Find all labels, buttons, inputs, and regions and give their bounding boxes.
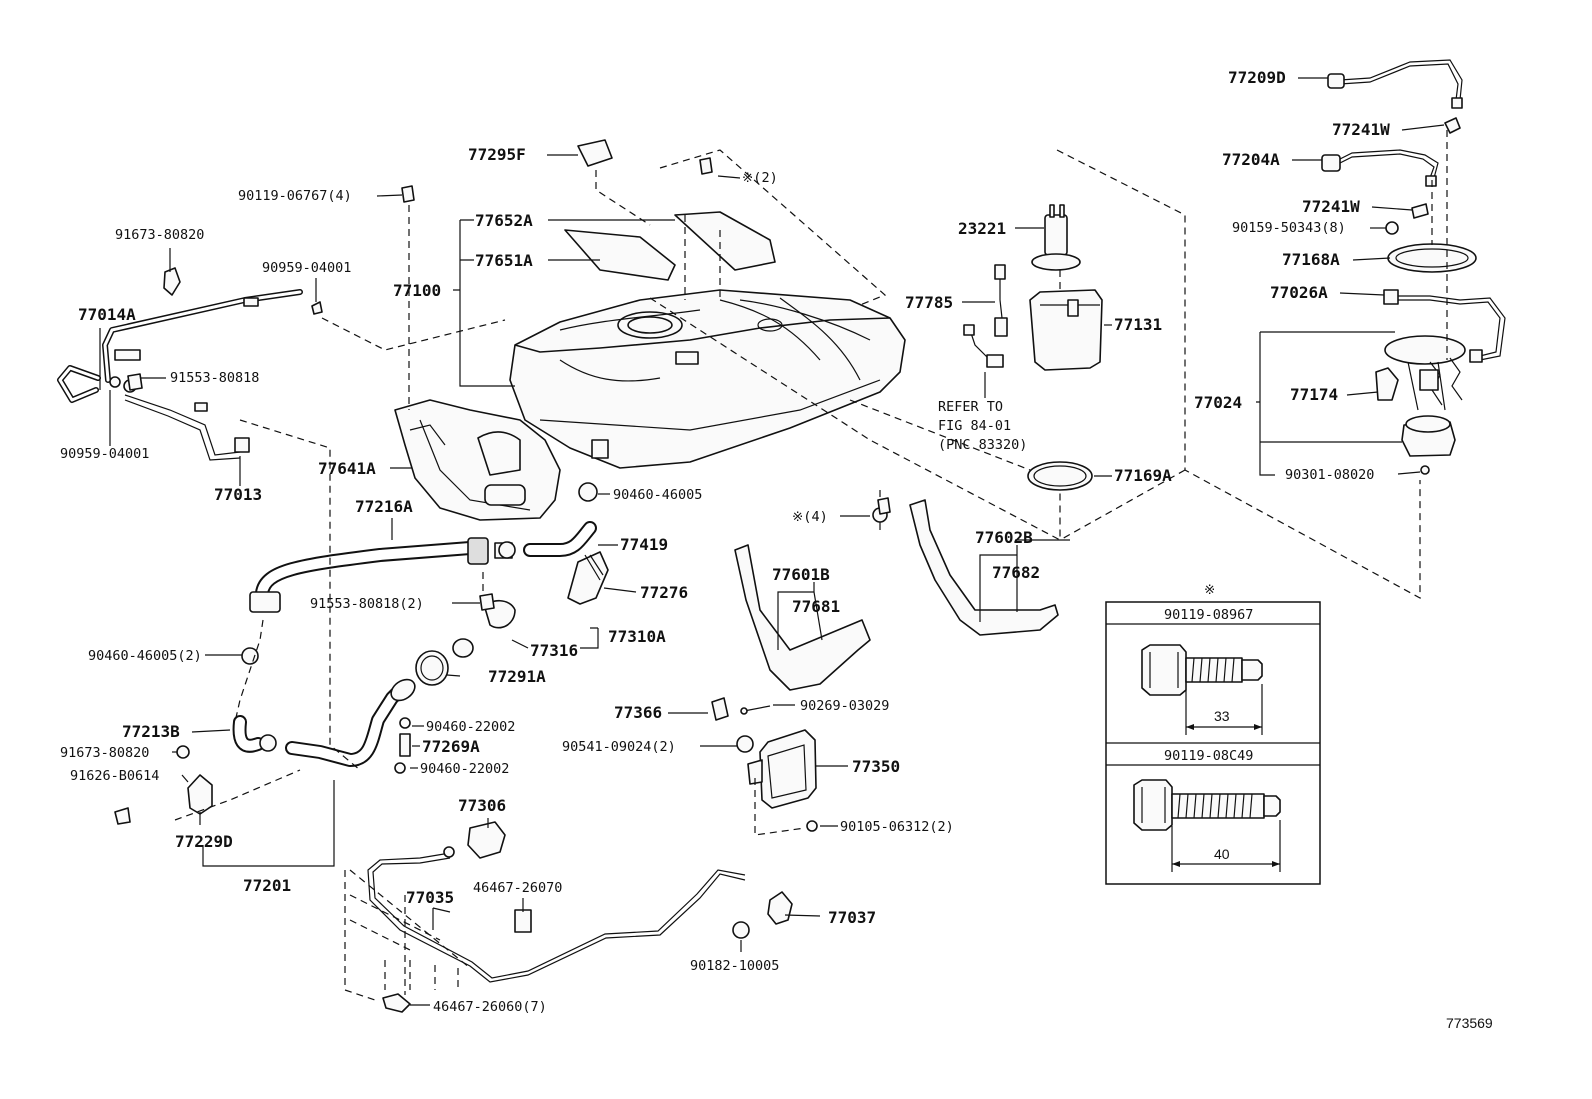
label-77024: 77024 [1194, 393, 1242, 412]
label-77641A: 77641A [318, 459, 376, 478]
label-77366: 77366 [614, 703, 662, 722]
label-90182-10005: 90182-10005 [690, 958, 779, 974]
label-77168A: 77168A [1282, 250, 1340, 269]
diagram-id: 773569 [1446, 1015, 1493, 1031]
fuel-sender-group [1321, 59, 1506, 475]
fuel-tank-assembly [394, 211, 906, 521]
part-labels: 77209D 77241W 77204A 77241W 90159-50343(… [60, 68, 1390, 1015]
label-77601B: 77601B [772, 565, 830, 584]
fuel-lid-group [711, 697, 818, 832]
label-77681: 77681 [792, 597, 840, 616]
label-77216A: 77216A [355, 497, 413, 516]
label-77013: 77013 [214, 485, 262, 504]
bolt-fasteners [127, 139, 891, 611]
label-91673-80820-upper: 91673-80820 [115, 227, 204, 243]
evap-lines-group [57, 267, 323, 461]
label-77213B: 77213B [122, 722, 180, 741]
label-90959-04001-lower: 90959-04001 [60, 446, 149, 462]
label-77785: 77785 [905, 293, 953, 312]
label-77276: 77276 [640, 583, 688, 602]
inset-bolt2-length: 40 [1214, 846, 1230, 862]
label-90460-22002-lower: 90460-22002 [420, 761, 509, 777]
label-91673-80820-lower: 91673-80820 [60, 745, 149, 761]
label-23221: 23221 [958, 219, 1006, 238]
label-90269-03029: 90269-03029 [800, 698, 889, 714]
label-77419: 77419 [620, 535, 668, 554]
label-77682: 77682 [992, 563, 1040, 582]
label-77201: 77201 [243, 876, 291, 895]
label-77291A: 77291A [488, 667, 546, 686]
label-91553-80818: 91553-80818 [170, 370, 259, 386]
refer-to-line3: (PNC 83320) [938, 437, 1027, 453]
filler-hoses-group [114, 482, 609, 825]
refer-to-line1: REFER TO [938, 399, 1003, 415]
label-77204A: 77204A [1222, 150, 1280, 169]
label-bolt-mark-4: ※(4) [792, 509, 828, 525]
label-77652A: 77652A [475, 211, 533, 230]
label-77026A: 77026A [1270, 283, 1328, 302]
label-90301-08020: 90301-08020 [1285, 467, 1374, 483]
label-90460-46005-2: 90460-46005(2) [88, 648, 202, 664]
label-77174: 77174 [1290, 385, 1338, 404]
label-46467-26060: 46467-26060(7) [433, 999, 547, 1015]
leader-lines [99, 77, 1445, 1006]
label-91553-80818-2: 91553-80818(2) [310, 596, 424, 612]
label-90541-09024: 90541-09024(2) [562, 739, 676, 755]
label-77169A: 77169A [1114, 466, 1172, 485]
label-77100: 77100 [393, 281, 441, 300]
label-77316: 77316 [530, 641, 578, 660]
label-77131: 77131 [1114, 315, 1162, 334]
fuel-pump-group [963, 204, 1103, 491]
label-90460-46005: 90460-46005 [613, 487, 702, 503]
label-90105-06312: 90105-06312(2) [840, 819, 954, 835]
label-90959-04001-upper: 90959-04001 [262, 260, 351, 276]
label-91626-B0614: 91626-B0614 [70, 768, 159, 784]
inset-bolt2-part-number: 90119-08C49 [1164, 748, 1253, 764]
label-77310A: 77310A [608, 627, 666, 646]
reference-lines [174, 130, 1448, 1001]
inset-mark: ※ [1204, 582, 1215, 598]
label-77651A: 77651A [475, 251, 533, 270]
label-90159-50343: 90159-50343(8) [1232, 220, 1346, 236]
label-77037: 77037 [828, 908, 876, 927]
inset-bolt1-part-number: 90119-08967 [1164, 607, 1253, 623]
inset-bolt1-length: 33 [1214, 708, 1230, 724]
label-77035: 77035 [406, 888, 454, 907]
label-46467-26070: 46467-26070 [473, 880, 562, 896]
label-77229D: 77229D [175, 832, 233, 851]
label-90119-06767: 90119-06767(4) [238, 188, 352, 204]
label-77241W-upper: 77241W [1332, 120, 1390, 139]
lid-opener-cable-group [367, 821, 793, 1013]
label-77295F: 77295F [468, 145, 526, 164]
label-77241W-lower: 77241W [1302, 197, 1360, 216]
label-77014A: 77014A [78, 305, 136, 324]
label-bolt-mark-2: ※(2) [742, 170, 778, 186]
label-77602B: 77602B [975, 528, 1033, 547]
label-77269A: 77269A [422, 737, 480, 756]
refer-to-line2: FIG 84-01 [938, 418, 1011, 434]
bolt2-icon [1133, 779, 1281, 831]
bolt-spec-inset: ※ 90119-08967 90119-08C49 33 [1105, 582, 1321, 885]
label-77306: 77306 [458, 796, 506, 815]
label-77209D: 77209D [1228, 68, 1286, 87]
label-90460-22002-upper: 90460-22002 [426, 719, 515, 735]
label-77350: 77350 [852, 757, 900, 776]
